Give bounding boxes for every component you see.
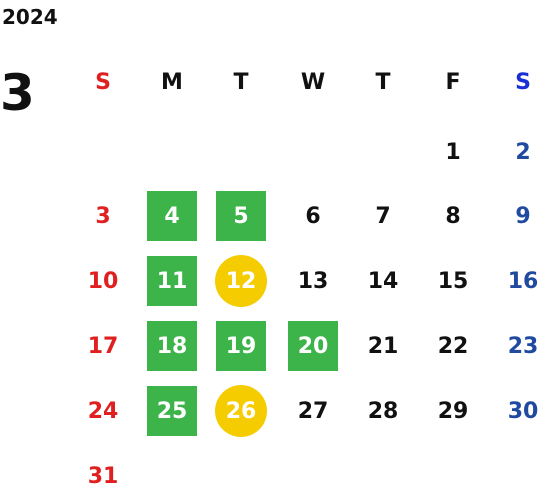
calendar-day[interactable]: 9 bbox=[515, 203, 531, 229]
calendar-day[interactable]: 20 bbox=[297, 333, 329, 359]
highlight-square bbox=[216, 191, 266, 241]
highlight-square bbox=[288, 321, 338, 371]
highlight-square bbox=[147, 256, 197, 306]
weekday-header: F bbox=[445, 69, 461, 95]
calendar-day[interactable]: 5 bbox=[233, 203, 249, 229]
calendar-day[interactable]: 31 bbox=[87, 463, 119, 489]
weekday-header: T bbox=[375, 69, 391, 95]
calendar-day[interactable]: 29 bbox=[437, 398, 469, 424]
highlight-circle bbox=[215, 385, 267, 437]
weekday-header: S bbox=[515, 69, 531, 95]
calendar-day[interactable]: 13 bbox=[297, 268, 329, 294]
weekday-header: S bbox=[95, 69, 111, 95]
year-label: 2024 bbox=[2, 5, 58, 29]
calendar-day[interactable]: 24 bbox=[87, 398, 119, 424]
calendar-day[interactable]: 14 bbox=[367, 268, 399, 294]
calendar-day[interactable]: 11 bbox=[156, 268, 188, 294]
highlight-square bbox=[216, 321, 266, 371]
highlight-square bbox=[147, 321, 197, 371]
calendar-day[interactable]: 26 bbox=[225, 398, 257, 424]
calendar-day[interactable]: 18 bbox=[156, 333, 188, 359]
calendar-day[interactable]: 10 bbox=[87, 268, 119, 294]
calendar-day[interactable]: 3 bbox=[95, 203, 111, 229]
weekday-header: M bbox=[161, 69, 183, 95]
calendar-day[interactable]: 22 bbox=[437, 333, 469, 359]
highlight-square bbox=[147, 386, 197, 436]
calendar-day[interactable]: 27 bbox=[297, 398, 329, 424]
calendar-day[interactable]: 17 bbox=[87, 333, 119, 359]
calendar-day[interactable]: 4 bbox=[164, 203, 180, 229]
calendar-day[interactable]: 28 bbox=[367, 398, 399, 424]
highlight-circle bbox=[215, 255, 267, 307]
highlight-square bbox=[147, 191, 197, 241]
calendar-day[interactable]: 25 bbox=[156, 398, 188, 424]
calendar-day[interactable]: 19 bbox=[225, 333, 257, 359]
weekday-header: W bbox=[300, 69, 326, 95]
month-number: 3 bbox=[0, 64, 35, 122]
calendar-day[interactable]: 12 bbox=[225, 268, 257, 294]
calendar-day[interactable]: 2 bbox=[515, 139, 531, 165]
calendar-day[interactable]: 6 bbox=[305, 203, 321, 229]
weekday-header: T bbox=[233, 69, 249, 95]
calendar-day[interactable]: 21 bbox=[367, 333, 399, 359]
calendar-day[interactable]: 1 bbox=[445, 139, 461, 165]
calendar-day[interactable]: 15 bbox=[437, 268, 469, 294]
calendar-day[interactable]: 16 bbox=[507, 268, 539, 294]
calendar-day[interactable]: 23 bbox=[507, 333, 539, 359]
calendar-day[interactable]: 30 bbox=[507, 398, 539, 424]
calendar-day[interactable]: 8 bbox=[445, 203, 461, 229]
calendar-day[interactable]: 7 bbox=[375, 203, 391, 229]
